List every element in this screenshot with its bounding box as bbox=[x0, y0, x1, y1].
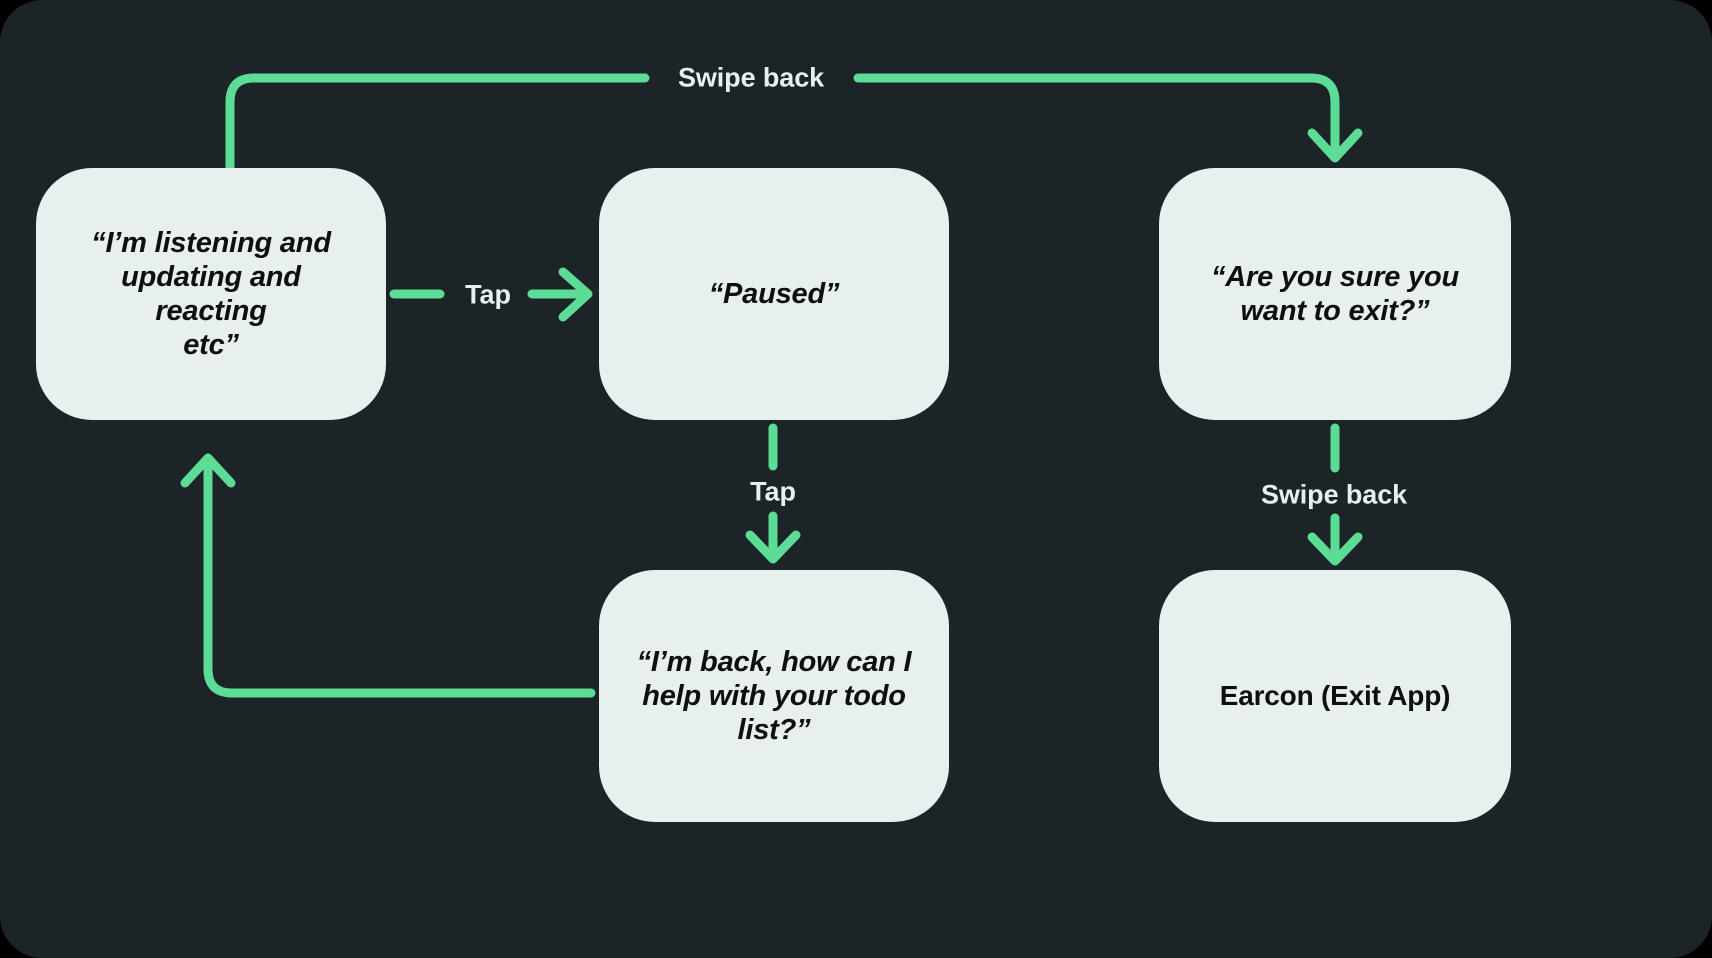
node-im-back-label: “I’m back, how can I help with your todo… bbox=[636, 645, 912, 747]
node-listening[interactable]: “I’m listening and updating and reacting… bbox=[36, 168, 386, 420]
node-im-back[interactable]: “I’m back, how can I help with your todo… bbox=[599, 570, 949, 822]
node-paused[interactable]: “Paused” bbox=[599, 168, 949, 420]
edge-swipe-back-right-arrowhead bbox=[1307, 532, 1363, 566]
edge-swipe-back-top-arrowhead bbox=[1307, 128, 1363, 163]
node-earcon-exit-app-label: Earcon (Exit App) bbox=[1219, 680, 1451, 712]
edge-tap-down-arrowhead bbox=[745, 530, 801, 564]
edge-swipe-back-top-left-segment bbox=[225, 73, 650, 175]
edge-label-swipe-back-confirm-to-earcon: Swipe back bbox=[1260, 479, 1408, 510]
node-listening-label: “I’m listening and updating and reacting… bbox=[91, 226, 331, 362]
node-exit-confirm-label: “Are you sure you want to exit?” bbox=[1211, 260, 1459, 327]
node-earcon-exit-app[interactable]: Earcon (Exit App) bbox=[1159, 570, 1511, 822]
edge-return-loop-arrowhead bbox=[180, 453, 236, 488]
edge-label-tap-paused-to-back: Tap bbox=[750, 476, 796, 507]
edge-label-swipe-back-top: Swipe back bbox=[677, 62, 825, 93]
edge-swipe-back-top-right-segment bbox=[853, 73, 1340, 162]
edge-label-tap-listening-to-paused: Tap bbox=[465, 279, 511, 310]
node-exit-confirm[interactable]: “Are you sure you want to exit?” bbox=[1159, 168, 1511, 420]
edge-tap-right-arrowhead bbox=[558, 267, 593, 322]
edge-return-loop bbox=[203, 455, 596, 698]
node-paused-label: “Paused” bbox=[708, 277, 840, 310]
